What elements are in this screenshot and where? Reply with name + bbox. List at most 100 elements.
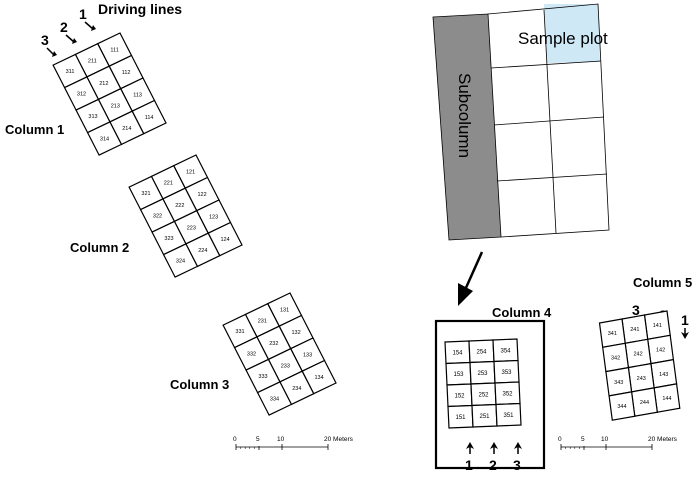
plot-cell-number: 132 bbox=[292, 330, 301, 336]
plot-cell bbox=[86, 121, 123, 156]
plot-cell-number: 214 bbox=[122, 126, 131, 132]
plot-cell-number: 314 bbox=[100, 137, 109, 143]
plot-cell-number: 124 bbox=[221, 237, 230, 243]
plot-cell-number: 342 bbox=[611, 355, 620, 361]
plot-cell-number: 144 bbox=[662, 396, 671, 402]
driving-line-number-3: 3 bbox=[41, 32, 49, 48]
plot-cell-number: 354 bbox=[500, 348, 511, 354]
driving-lines-label: Driving lines bbox=[98, 1, 182, 17]
plot-cell-number: 324 bbox=[176, 259, 185, 265]
driving-line-arrows-column-4: 1 2 3 bbox=[465, 442, 522, 473]
driving-line-arrows-column-1: 1 2 3 bbox=[41, 6, 96, 57]
scale-tick-5-right: 5 bbox=[581, 436, 585, 443]
plot-cell-number: 243 bbox=[637, 376, 646, 382]
arrowhead-icon bbox=[458, 283, 473, 306]
column-5-label: Column 5 bbox=[633, 275, 692, 290]
plot-cell-number: 111 bbox=[110, 48, 118, 54]
column-1-label: Column 1 bbox=[5, 122, 64, 137]
plot-cell-number: 353 bbox=[501, 370, 512, 376]
plot-cell-number: 143 bbox=[659, 372, 668, 378]
column-2-grid: 121 122 123 124 221 222 223 224 321 322 323 324 bbox=[128, 154, 243, 278]
plot-cell-number: 344 bbox=[617, 404, 626, 410]
plot-cell-number: 223 bbox=[187, 225, 196, 231]
subcolumn-label: Subcolumn bbox=[455, 73, 474, 158]
column-4-label: Column 4 bbox=[492, 305, 552, 320]
plot-cell-number: 142 bbox=[656, 347, 665, 353]
sample-plot-cell bbox=[544, 4, 600, 63]
plot-cell-number: 334 bbox=[270, 397, 279, 403]
plot-cell-number: 114 bbox=[145, 115, 154, 121]
plot-cell bbox=[495, 402, 522, 427]
column-3-label: Column 3 bbox=[170, 377, 229, 392]
plot-cell-number: 212 bbox=[99, 81, 108, 87]
plot-cell-number: 121 bbox=[186, 170, 195, 176]
plot-cell-number: 333 bbox=[258, 374, 267, 380]
column-4-frame bbox=[434, 319, 546, 470]
plot-cell-number: 313 bbox=[88, 114, 97, 120]
arrowhead-icon bbox=[466, 442, 474, 449]
plot-cell-number: 123 bbox=[209, 215, 218, 221]
driving-line-number-1-col4: 1 bbox=[465, 457, 473, 473]
arrowhead-icon bbox=[681, 332, 689, 339]
plot-cell-number: 151 bbox=[455, 415, 466, 421]
plot-cell-number: 231 bbox=[258, 318, 267, 324]
driving-line-arrow-1 bbox=[84, 21, 94, 30]
plot-cell-number: 233 bbox=[281, 363, 290, 369]
scale-tick-10: 10 bbox=[277, 436, 285, 443]
plot-cell bbox=[256, 381, 293, 416]
plot-cell-number: 153 bbox=[453, 372, 464, 378]
zoom-arrow bbox=[458, 251, 484, 306]
plot-cell-number: 343 bbox=[614, 380, 623, 386]
plot-cell-number: 351 bbox=[503, 413, 514, 419]
arrowhead-icon bbox=[514, 442, 522, 449]
plot-cell-number: 332 bbox=[247, 352, 256, 358]
plot-cell-number: 253 bbox=[477, 371, 488, 377]
sample-plot-label: Sample plot bbox=[518, 29, 608, 48]
driving-line-number-1: 1 bbox=[79, 6, 87, 22]
plot-cell-number: 122 bbox=[198, 192, 207, 198]
plot-cell-number: 221 bbox=[164, 180, 173, 186]
plot-cell-number: 222 bbox=[175, 203, 184, 209]
plot-cell-number: 321 bbox=[141, 191, 150, 197]
plot-cell-number: 323 bbox=[164, 236, 173, 242]
driving-line-number-3-col5: 3 bbox=[632, 302, 640, 318]
plot-cell-number: 141 bbox=[653, 323, 662, 329]
plot-cell-number: 234 bbox=[292, 386, 301, 392]
plot-cell-number: 254 bbox=[476, 349, 487, 355]
scale-bar-left: 0 5 10 20 Meters bbox=[233, 436, 354, 450]
plot-cell-number: 242 bbox=[633, 351, 642, 357]
plot-cell-number: 154 bbox=[452, 350, 463, 356]
plot-cell-number: 113 bbox=[133, 93, 142, 99]
plot-cell-number: 131 bbox=[280, 308, 289, 314]
plot-cell-number: 311 bbox=[66, 69, 75, 75]
plot-cell-number: 322 bbox=[153, 214, 162, 220]
plot-cell-number: 112 bbox=[122, 70, 131, 76]
plot-cell-number: 341 bbox=[608, 331, 617, 337]
scale-tick-20-meters: 20 Meters bbox=[324, 436, 354, 443]
arrowhead-icon bbox=[52, 51, 57, 57]
plot-cell-number: 224 bbox=[198, 248, 207, 254]
driving-line-number-1-col5: 1 bbox=[681, 312, 689, 328]
driving-line-number-2: 2 bbox=[60, 19, 68, 35]
driving-line-number-2-col4: 2 bbox=[489, 457, 497, 473]
plot-cell-number: 331 bbox=[235, 329, 244, 335]
plot-cell-number: 252 bbox=[478, 392, 489, 398]
plot-cell-number: 152 bbox=[454, 393, 465, 399]
scale-tick-0: 0 bbox=[233, 436, 237, 443]
plot-cell-number: 211 bbox=[88, 58, 97, 64]
column-2-label: Column 2 bbox=[70, 240, 129, 255]
plot-cell-number: 133 bbox=[303, 353, 312, 359]
scale-tick-10-right: 10 bbox=[601, 436, 609, 443]
plot-cell-number: 134 bbox=[315, 375, 324, 381]
scale-tick-20-meters-right: 20 Meters bbox=[648, 436, 678, 443]
plot-cell-number: 312 bbox=[77, 92, 86, 98]
plot-cell-number: 244 bbox=[640, 400, 649, 406]
arrowhead-icon bbox=[490, 442, 498, 449]
driving-line-arrow-3 bbox=[46, 47, 55, 56]
scale-bar-right: 0 5 10 20 Meters bbox=[558, 436, 678, 450]
